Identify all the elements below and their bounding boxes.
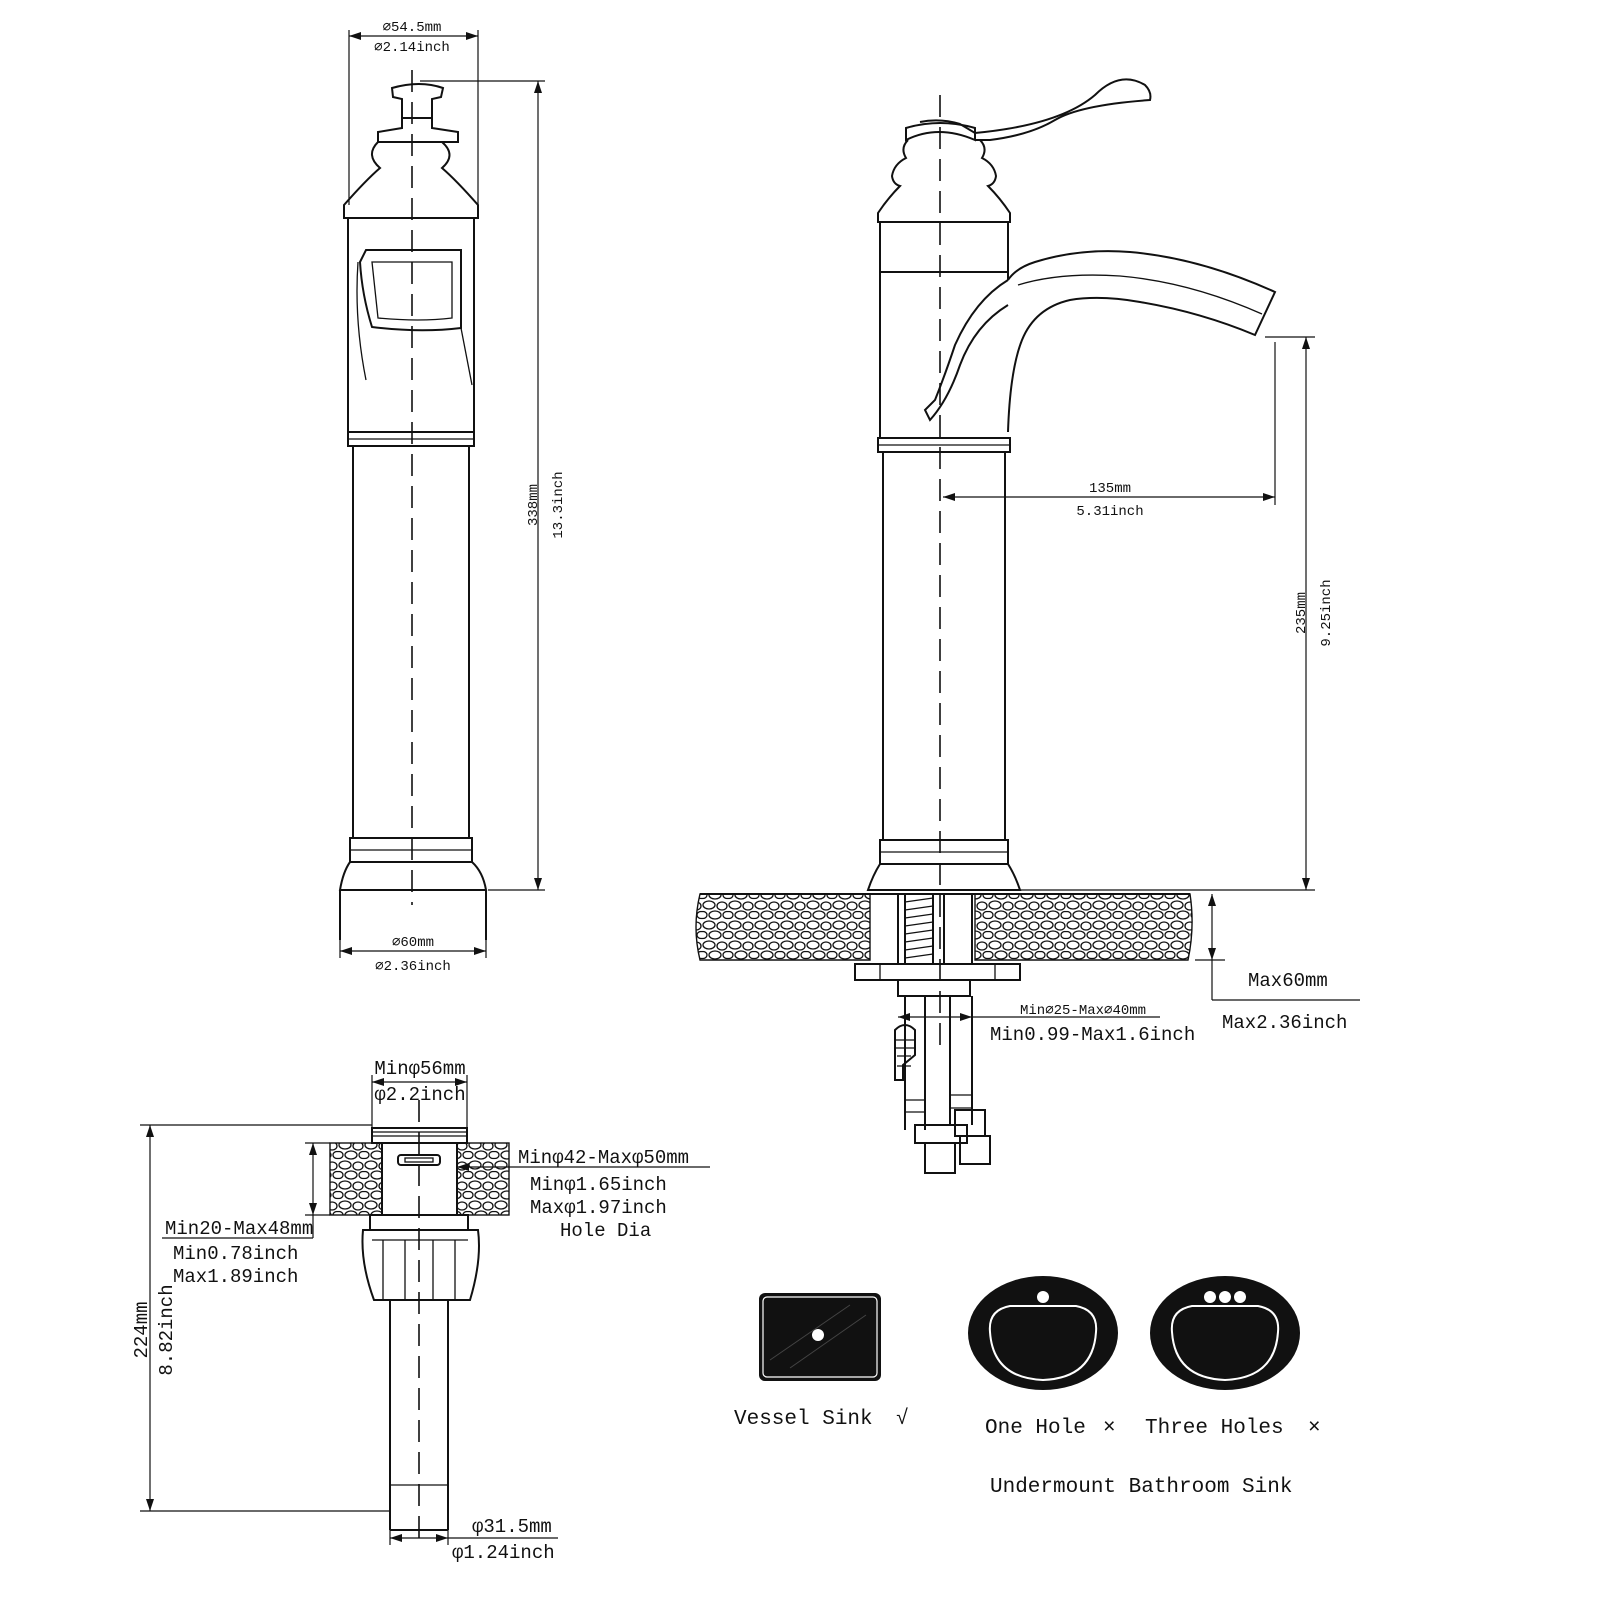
pipe-dia-inch: φ1.24inch <box>452 1542 555 1564</box>
reach-mm: 135mm <box>1089 481 1131 497</box>
thickness-max-inch: Max1.89inch <box>173 1266 298 1288</box>
front-view-dimensions: ⌀54.5mm ⌀2.14inch 338mm 13.3inch ⌀60mm ⌀… <box>339 20 567 975</box>
thickness-mm: Min20-Max48mm <box>165 1218 313 1240</box>
height-inch: 13.3inch <box>551 471 567 538</box>
one-hole-sink-icon <box>968 1276 1118 1390</box>
base-diameter-mm: ⌀60mm <box>392 935 434 951</box>
vessel-sink-check: √ <box>896 1407 909 1431</box>
hole-dia-caption: Hole Dia <box>560 1220 651 1242</box>
deck-max-mm: Max60mm <box>1248 970 1328 992</box>
three-holes-sink-icon <box>1150 1276 1300 1390</box>
spout-height-inch: 9.25inch <box>1319 579 1335 646</box>
three-holes-label: Three Holes <box>1145 1417 1284 1440</box>
hole-range-inch: Min0.99-Max1.6inch <box>990 1024 1195 1046</box>
hole-dia-max-inch: Maxφ1.97inch <box>530 1197 667 1219</box>
side-view <box>695 78 1277 1174</box>
drain-view <box>329 1100 510 1545</box>
height-mm: 338mm <box>526 484 542 526</box>
top-diameter-inch: ⌀2.14inch <box>374 40 450 56</box>
length-mm: 224mm <box>131 1301 153 1358</box>
length-inch: 8.82inch <box>156 1284 178 1375</box>
vessel-sink-label: Vessel Sink <box>734 1408 873 1431</box>
vessel-sink-icon <box>759 1293 881 1381</box>
thickness-min-inch: Min0.78inch <box>173 1243 298 1265</box>
reach-inch: 5.31inch <box>1076 504 1143 520</box>
one-hole-label: One Hole <box>985 1417 1086 1440</box>
one-hole-cross: × <box>1103 1417 1116 1440</box>
top-min-mm: Minφ56mm <box>374 1058 465 1080</box>
pipe-dia-mm: φ31.5mm <box>472 1516 552 1538</box>
spout-height-mm: 235mm <box>1294 592 1310 634</box>
deck-max-inch: Max2.36inch <box>1222 1012 1347 1034</box>
hole-dia-mm: Minφ42-Maxφ50mm <box>518 1147 689 1169</box>
top-min-inch: φ2.2inch <box>374 1084 465 1106</box>
hole-range-mm: Min⌀25-Max⌀40mm <box>1020 1003 1146 1019</box>
undermount-label: Undermount Bathroom Sink <box>990 1476 1292 1499</box>
drain-view-dimensions: Minφ56mm φ2.2inch Minφ42-Maxφ50mm Minφ1.… <box>131 1058 710 1564</box>
top-diameter-mm: ⌀54.5mm <box>383 20 442 36</box>
hole-dia-min-inch: Minφ1.65inch <box>530 1174 667 1196</box>
base-diameter-inch: ⌀2.36inch <box>375 959 451 975</box>
front-view <box>338 70 488 940</box>
three-holes-cross: × <box>1308 1417 1321 1440</box>
side-view-dimensions: 135mm 5.31inch 235mm 9.25inch Max60mm Ma… <box>898 336 1360 1046</box>
